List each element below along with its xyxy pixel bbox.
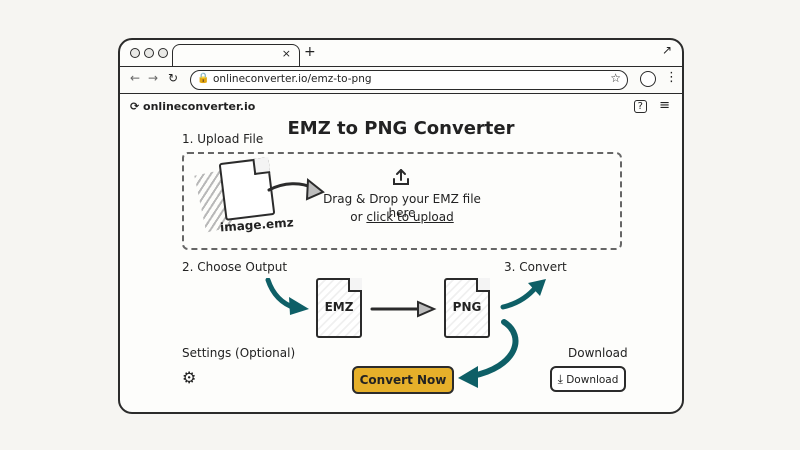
input-format-label: EMZ (324, 300, 354, 314)
download-button[interactable]: ⤓ Download (550, 366, 626, 392)
output-format-label: PNG (452, 300, 482, 314)
file-to-dropzone-arrow (267, 178, 325, 201)
lock-icon: 🔒 (197, 73, 210, 84)
to-convert-button-arrow (458, 319, 519, 388)
back-button[interactable]: ← (130, 71, 141, 85)
step-upload-label: 1. Upload File (182, 132, 264, 146)
tab-close-icon[interactable]: × (281, 47, 291, 60)
step-choose-output-label: 2. Choose Output (182, 260, 288, 274)
convert-now-button[interactable]: Convert Now (352, 366, 454, 394)
or-text: or (350, 210, 363, 224)
download-label: Download (568, 346, 628, 360)
convert-step-arrow (500, 279, 546, 310)
site-header-icons: ? ≡ (633, 98, 670, 113)
site-logo-text: onlineconverter.io (143, 100, 256, 113)
step-convert-label: 3. Convert (504, 260, 567, 274)
choose-output-arrow (265, 278, 309, 315)
window-close-dot[interactable] (130, 48, 140, 58)
sync-logo-icon: ⟳ (130, 100, 144, 113)
page-title: EMZ to PNG Converter (287, 118, 515, 139)
input-format-card[interactable]: EMZ (316, 278, 362, 338)
drop-instructions: Drag & Drop your EMZ file here (323, 192, 481, 220)
download-button-label: Download (566, 374, 619, 386)
click-to-upload-link[interactable]: click to upload (366, 210, 454, 224)
settings-label: Settings (Optional) (182, 346, 296, 360)
bookmark-star-icon[interactable]: ☆ (610, 71, 621, 85)
forward-button[interactable]: → (148, 71, 159, 85)
new-tab-button[interactable]: + (304, 44, 316, 60)
download-icon: ⤓ (557, 372, 563, 386)
browser-window: × + ↗ ← → ↻ 🔒 onlineconverter.io/emz-to-… (118, 38, 684, 414)
window-maximize-dot[interactable] (158, 48, 168, 58)
output-format-card[interactable]: PNG (444, 278, 490, 338)
help-icon[interactable]: ? (633, 100, 647, 113)
address-bar[interactable]: 🔒 onlineconverter.io/emz-to-png ☆ (190, 70, 628, 90)
hamburger-menu-icon[interactable]: ≡ (659, 98, 670, 113)
url-text[interactable]: onlineconverter.io/emz-to-png (213, 73, 372, 85)
expand-window-icon[interactable]: ↗ (661, 43, 672, 57)
upload-dropzone[interactable]: image.emz Drag & Drop your EMZ file here… (182, 152, 622, 250)
tab-bar: × + ↗ (120, 40, 682, 67)
site-logo[interactable]: ⟳ onlineconverter.io (130, 100, 255, 113)
browser-toolbar: ← → ↻ 🔒 onlineconverter.io/emz-to-png ☆ … (120, 66, 682, 94)
browser-tab[interactable]: × (172, 44, 300, 67)
gear-icon[interactable]: ⚙ (182, 368, 197, 387)
upload-alt-instructions: or click to upload (314, 210, 490, 224)
upload-icon (390, 166, 412, 193)
window-minimize-dot[interactable] (144, 48, 154, 58)
format-transfer-arrow (370, 300, 437, 318)
profile-avatar-icon[interactable] (640, 71, 656, 87)
reload-button[interactable]: ↻ (168, 71, 179, 85)
browser-menu-icon[interactable]: ⋮ (665, 70, 678, 85)
